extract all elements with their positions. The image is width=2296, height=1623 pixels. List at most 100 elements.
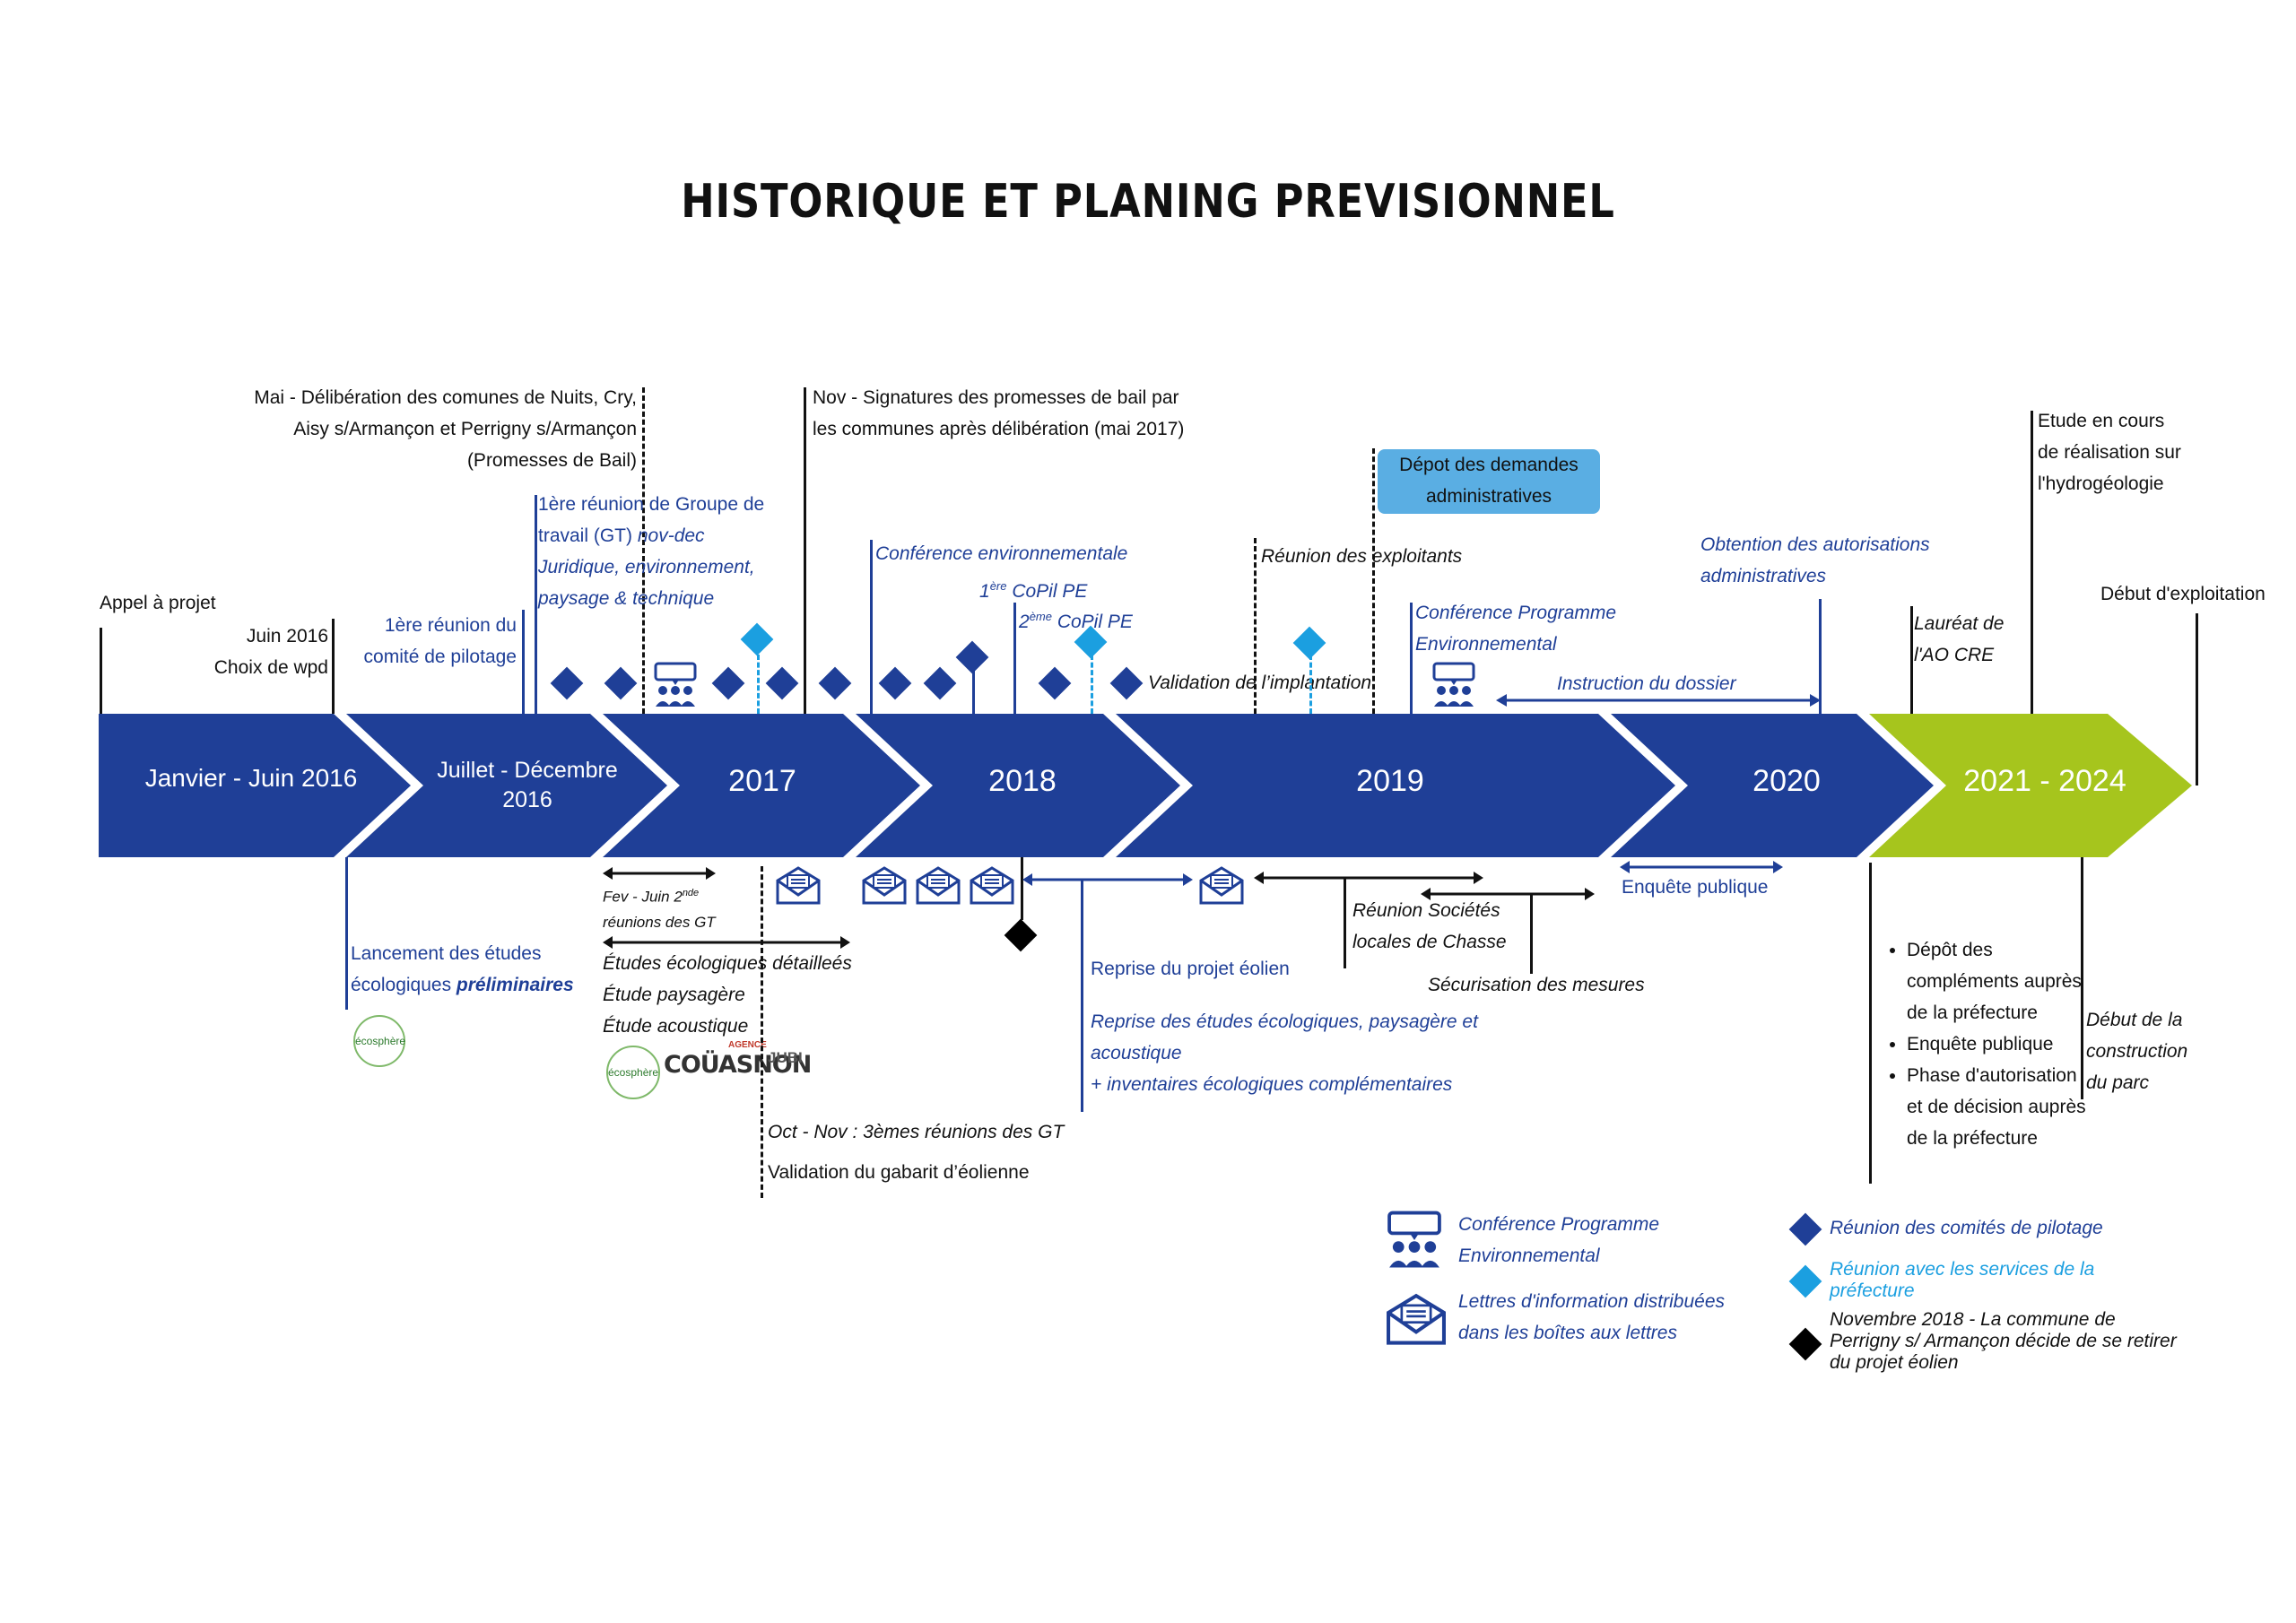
phase-label-2018: 2018 [988, 764, 1057, 798]
page-title: HISTORIQUE ET PLANING PREVISIONNEL [681, 175, 1615, 229]
marker-copil-pe-1 [972, 664, 975, 714]
marker-debut-exploitation [2196, 613, 2198, 785]
marker-reprise [1081, 879, 1083, 1112]
label-conf-env: Conférence environnementale [875, 543, 1128, 564]
label-cpe-line2: Environnemental [1415, 634, 1557, 655]
agence-label: AGENCE [728, 1040, 767, 1050]
meeting-icon [654, 662, 697, 707]
label-mai-line3: (Promesses de Bail) [466, 450, 637, 471]
phase-label-2019: 2019 [1356, 764, 1424, 798]
label-obtention-line1: Obtention des autorisations [1700, 534, 1930, 555]
label-etude-hydro: Etude en cours de réalisation sur l'hydr… [2038, 405, 2181, 499]
marker-2021-list [1869, 863, 1872, 1184]
label-debut-construction: Début de la construction du parc [2086, 1004, 2187, 1098]
legend-meeting-icon [1387, 1211, 1441, 1268]
marker-etude-hydro [2031, 411, 2033, 714]
letter-icon [776, 866, 821, 905]
label-etude-line2: de réalisation sur [2038, 442, 2181, 463]
marker-nov-signatures [804, 387, 806, 714]
label-mai-deliberation: Mai - Délibération des comunes de Nuits,… [135, 382, 637, 476]
couasnon-text: COÜASNON [664, 1051, 812, 1079]
label-nov-line1: Nov - Signatures des promesses de bail p… [813, 387, 1179, 408]
label-reprise-etudes: Reprise des études écologiques, paysagèr… [1091, 1006, 1478, 1100]
legend-prefecture-line1: Réunion avec les services de la [1830, 1259, 2095, 1280]
reprise-arrow [1022, 873, 1193, 886]
label-etudes-line2: Étude paysagère [603, 985, 745, 1005]
label-chasse-line1: Réunion Sociétés [1352, 900, 1500, 921]
label-cpe-line1: Conférence Programme [1415, 603, 1617, 623]
phase-arrow-2016-h2 [346, 714, 667, 857]
label-reprise-etudes-line2: acoustique [1091, 1043, 1182, 1063]
ecosphere-logo: écosphère [353, 1015, 405, 1067]
label-gt-line4: paysage & technique [538, 588, 715, 609]
securisation-arrow [1421, 888, 1595, 900]
label-etude-line3: l'hydrogéologie [2038, 473, 2164, 494]
label-lancement: Lancement des études écologiques prélimi… [351, 938, 574, 1001]
marker-copil-pe-2 [1013, 603, 1016, 714]
label-copil-1: 1ère réunion du comité de pilotage [296, 610, 517, 673]
depot-line2: administratives [1425, 486, 1552, 507]
marker-gt-1 [535, 495, 537, 714]
marker-appel [100, 628, 102, 714]
phase-arrow-2021-2024 [1869, 714, 2192, 857]
label-reprise-etudes-line1: Reprise des études écologiques, paysagèr… [1091, 1011, 1478, 1032]
label-lancement-line2: écologiques préliminaires [351, 969, 574, 1001]
label-debut-exploitation: Début d'exploitation [2100, 584, 2266, 604]
marker-mai-deliberation [642, 387, 645, 714]
fev-juin-arrow [603, 867, 716, 880]
label-gabarit: Validation du gabarit d’éolienne [768, 1162, 1030, 1183]
marker-depot [1372, 448, 1375, 714]
label-juin-2016: Juin 2016 Choix de wpd [135, 621, 328, 683]
label-cpe: Conférence Programme Environnemental [1415, 597, 1616, 660]
label-oct-nov: Oct - Nov : 3èmes réunions des GT [768, 1122, 1065, 1142]
phase-label-2017: 2017 [728, 764, 796, 798]
legend-lettres-line2: dans les boîtes aux lettres [1458, 1323, 1677, 1343]
label-debut-constr-line2: construction [2086, 1041, 2188, 1062]
marker-obtention [1819, 599, 1822, 714]
label-nov-line2: les communes après délibération (mai 201… [813, 419, 1185, 439]
legend-perrigny: Novembre 2018 - La commune de Perrigny s… [1830, 1309, 2177, 1374]
jubi-logo: JUBI [768, 1049, 803, 1066]
list-2021: Dépôt des compléments auprès de la préfe… [1874, 934, 2090, 1154]
label-laureat-line1: Lauréat de [1914, 613, 2005, 634]
label-debut-constr-line3: du parc [2086, 1072, 2150, 1093]
legend-perrigny-line3: du projet éolien [1830, 1352, 1959, 1373]
label-enquete: Enquête publique [1622, 877, 1769, 898]
label-copil-pe-1: 1ère CoPil PE [979, 579, 1088, 602]
etudes-arrow [603, 936, 850, 949]
meeting-icon [1432, 662, 1475, 707]
label-copil-pe-2: 2ème CoPil PE [1019, 610, 1133, 632]
bullet-item: Enquête publique [1907, 1028, 2090, 1060]
prefecture-stem [1309, 655, 1312, 714]
phase-label-2016-h2: Juillet - Décembre 2016 [437, 758, 618, 812]
label-gt-1: 1ère réunion de Groupe de travail (GT) n… [538, 489, 764, 614]
label-gt-line2: travail (GT) nov-dec [538, 520, 764, 551]
label-gt-line2b: nov-dec [637, 525, 705, 546]
label-juin-line2: Choix de wpd [213, 657, 328, 678]
bullet-item: Dépôt des compléments auprès de la préfe… [1907, 934, 2090, 1028]
bullet-list: Dépôt des compléments auprès de la préfe… [1874, 934, 2090, 1154]
legend-prefecture: Réunion avec les services de la préfectu… [1830, 1259, 2094, 1302]
phase-label-2020: 2020 [1752, 764, 1821, 798]
label-lancement-line1: Lancement des études [351, 943, 542, 964]
label-etudes-line3: Étude acoustique [603, 1016, 749, 1037]
label-etudes: Études écologiques détailleés Étude pays… [603, 948, 852, 1042]
label-securisation: Sécurisation des mesures [1428, 975, 1645, 995]
label-reunion-exploitants: Réunion des exploitants [1261, 546, 1463, 567]
depot-line1: Dépot des demandes [1399, 455, 1578, 475]
label-laureat-line2: l'AO CRE [1914, 645, 1995, 665]
phase-arrow-2019 [1116, 714, 1675, 857]
legend-prefecture-line2: préfecture [1830, 1280, 1915, 1301]
label-laureat: Lauréat de l'AO CRE [1914, 608, 2004, 671]
label-mai-line1: Mai - Délibération des comunes de Nuits,… [254, 387, 637, 408]
prefecture-stem [1091, 655, 1093, 714]
instruction-arrow [1496, 694, 1821, 707]
legend-perrigny-line1: Novembre 2018 - La commune de [1830, 1309, 2116, 1330]
label-etudes-line1: Études écologiques détailleés [603, 953, 852, 974]
label-reprise-etudes-line3: + inventaires écologiques complémentaire… [1091, 1074, 1453, 1095]
letter-icon [862, 866, 907, 905]
label-instruction: Instruction du dossier [1557, 673, 1736, 694]
phase-label-2016-h1: Janvier - Juin 2016 [144, 764, 358, 792]
depot-box: Dépot des demandes administratives [1378, 449, 1600, 514]
